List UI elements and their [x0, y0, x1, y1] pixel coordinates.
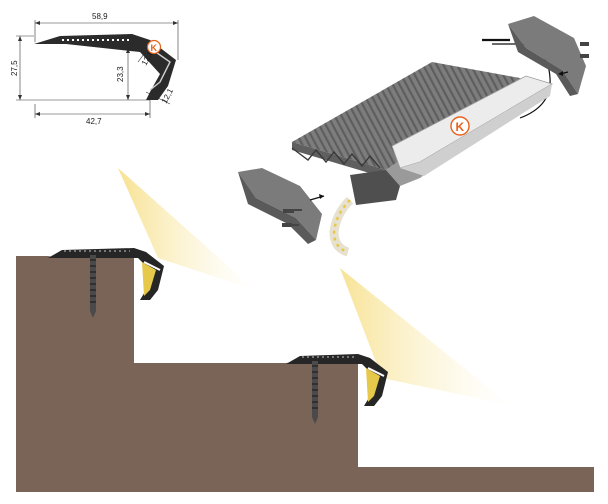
- led-strip: [329, 196, 354, 257]
- end-cap-right: [508, 16, 586, 96]
- screw-lower: [312, 361, 318, 424]
- diffuser-cover: K: [391, 75, 553, 176]
- k-badge-small: K: [146, 39, 162, 55]
- k-badge-large-letter: K: [456, 120, 465, 134]
- end-cap-screws-left: [282, 209, 302, 227]
- exploded-assembly-view: K: [238, 16, 589, 257]
- end-cap-left: [238, 168, 325, 244]
- stair-profile-upper: [48, 248, 164, 318]
- dim-width-bottom: 42,7: [86, 117, 102, 126]
- dim-width-top: 58,9: [92, 12, 108, 21]
- k-badge-small-letter: K: [151, 43, 158, 53]
- screw-upper: [90, 255, 96, 318]
- stair-steps: [16, 256, 594, 492]
- light-beam-lower: [340, 268, 510, 405]
- stair-profile-lower: [286, 354, 388, 424]
- k-badge-large: K: [450, 116, 470, 136]
- light-beam-upper: [118, 168, 255, 290]
- dim-height-left: 27,5: [10, 60, 19, 76]
- dim-height-inner: 23,3: [116, 66, 125, 82]
- end-cap-screws-right: [580, 42, 589, 58]
- profile-cross-section: [34, 34, 176, 100]
- technical-drawing: 58,9 27,5 42,7 23,3 12,8 12,1 K: [10, 12, 179, 126]
